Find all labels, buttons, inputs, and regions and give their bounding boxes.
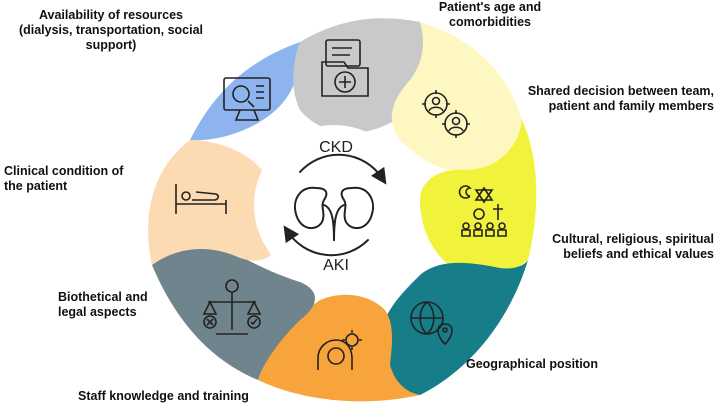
label-resources-line-1: Availability of resources [38, 8, 184, 22]
label-staff-line-1: Staff knowledge and training [78, 389, 249, 403]
label-resources-line-2: (dialysis, transportation, social [18, 23, 204, 37]
people-target-icon [422, 90, 470, 138]
label-age-line-1: Patient's age and [438, 0, 542, 14]
factor-ring [148, 18, 537, 402]
label-clinical: Clinical condition of the patient [4, 164, 154, 194]
label-resources: Availability of resources (dialysis, tra… [6, 8, 216, 53]
kidneys-cycle-icon [283, 153, 387, 257]
label-beliefs-line-2: beliefs and ethical values [563, 247, 714, 261]
head-gear-icon [317, 330, 362, 370]
center-circle [254, 125, 414, 285]
label-geography: Geographical position [466, 357, 646, 372]
label-beliefs-line-1: Cultural, religious, spiritual [552, 232, 714, 246]
label-staff: Staff knowledge and training [78, 389, 278, 404]
hospital-bed-icon [175, 184, 227, 214]
label-biothics-line-2: legal aspects [58, 305, 137, 319]
label-biothics: Biothetical and legal aspects [58, 290, 188, 320]
label-biothics-line-1: Biothetical and [58, 290, 148, 304]
label-clinical-line-2: the patient [4, 179, 68, 193]
label-clinical-line-1: Clinical condition of [4, 164, 124, 178]
label-beliefs: Cultural, religious, spiritual beliefs a… [528, 232, 714, 262]
center-top-label: CKD [319, 139, 353, 156]
center-bottom-label: AKI [323, 257, 349, 274]
label-shared-decision-line-1: Shared decision between team, [527, 84, 714, 98]
label-shared-decision-line-2: patient and family members [548, 99, 714, 113]
segment-geography [376, 260, 528, 396]
religious-symbols-icon [458, 185, 507, 237]
segment-beliefs [420, 120, 537, 278]
justice-scale-icon [202, 279, 262, 335]
label-resources-line-3: support) [85, 38, 137, 52]
money-monitor-icon [223, 77, 271, 121]
segment-resources [190, 42, 301, 141]
medical-folder-icon [321, 39, 369, 97]
segment-clinical [148, 140, 282, 265]
label-age: Patient's age and comorbidities [410, 0, 570, 30]
label-geography-line-1: Geographical position [466, 357, 598, 371]
label-shared-decision: Shared decision between team, patient an… [498, 84, 714, 114]
segment-biothics [152, 241, 315, 380]
label-age-line-2: comorbidities [449, 15, 531, 29]
globe-pin-icon [410, 301, 453, 346]
segment-shared-decision [391, 22, 522, 172]
